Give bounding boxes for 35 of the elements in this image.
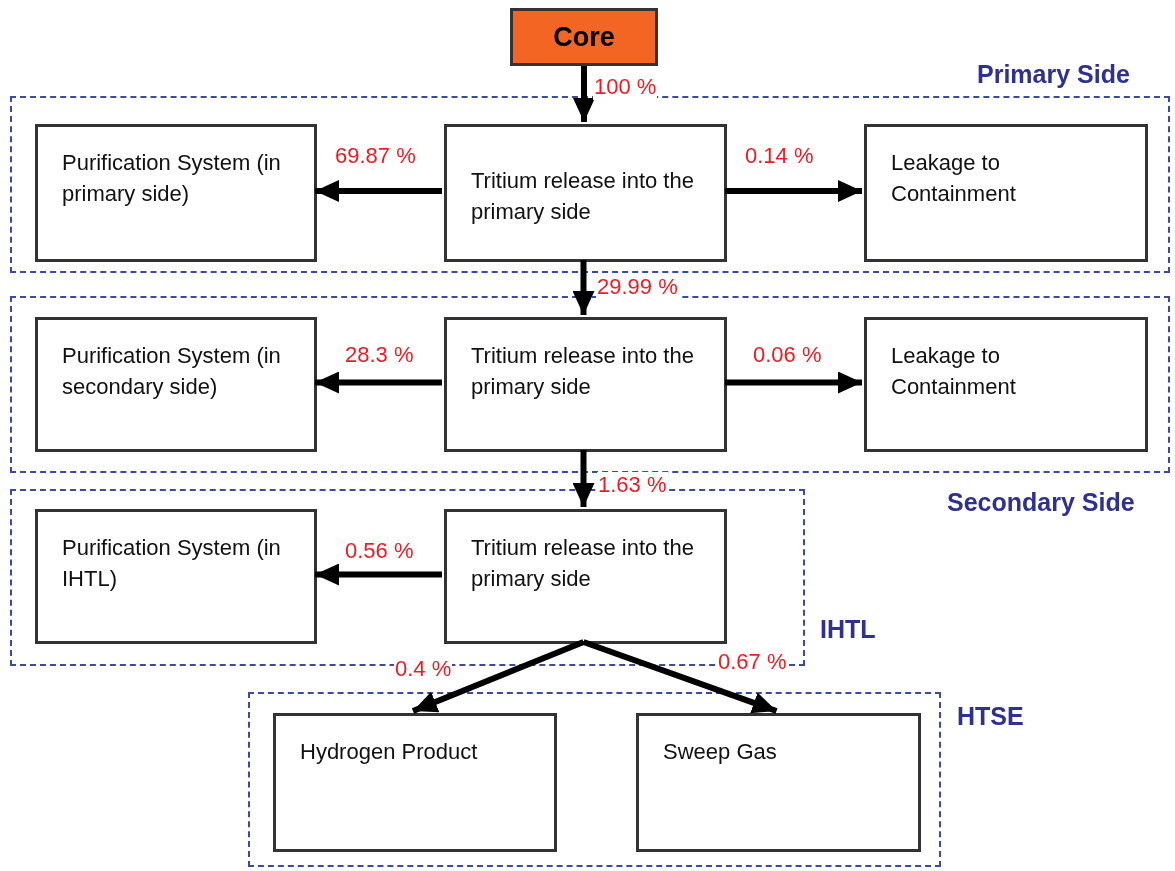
arrow xyxy=(572,260,595,315)
box-text: Hydrogen Product xyxy=(300,738,479,766)
process-box xyxy=(273,713,557,852)
group-heading: Primary Side xyxy=(977,59,1130,90)
process-box xyxy=(864,317,1148,452)
box-text: Purification System (in IHTL) xyxy=(62,534,282,593)
arrow xyxy=(582,639,778,714)
process-box xyxy=(444,124,727,262)
arrow xyxy=(315,563,442,586)
process-box xyxy=(35,509,317,644)
arrow xyxy=(573,66,595,122)
process-box xyxy=(444,509,727,644)
box-text: Leakage to Containment xyxy=(891,342,1017,401)
process-box xyxy=(864,124,1148,262)
box-text: Leakage to Containment xyxy=(891,149,1017,208)
process-box xyxy=(35,317,317,452)
arrow xyxy=(315,371,442,394)
box-text: Sweep Gas xyxy=(663,738,778,766)
arrow xyxy=(411,639,585,714)
process-box xyxy=(35,124,317,262)
group-heading: HTSE xyxy=(957,701,1024,732)
group-heading: IHTL xyxy=(820,614,876,645)
box-text: Purification System (in primary side) xyxy=(62,149,282,208)
box-text: Purification System (in secondary side) xyxy=(62,342,282,401)
arrow xyxy=(572,450,595,507)
core-box: Core xyxy=(510,8,658,66)
process-box xyxy=(444,317,727,452)
arrow xyxy=(315,180,442,202)
box-text: Tritium release into the primary side xyxy=(471,534,695,593)
box-text: Tritium release into the primary side xyxy=(471,342,695,401)
arrow xyxy=(725,371,862,394)
process-box xyxy=(636,713,921,852)
group-heading: Secondary Side xyxy=(947,487,1135,518)
arrow xyxy=(725,180,862,202)
box-text: Tritium release into the primary side xyxy=(471,167,695,226)
